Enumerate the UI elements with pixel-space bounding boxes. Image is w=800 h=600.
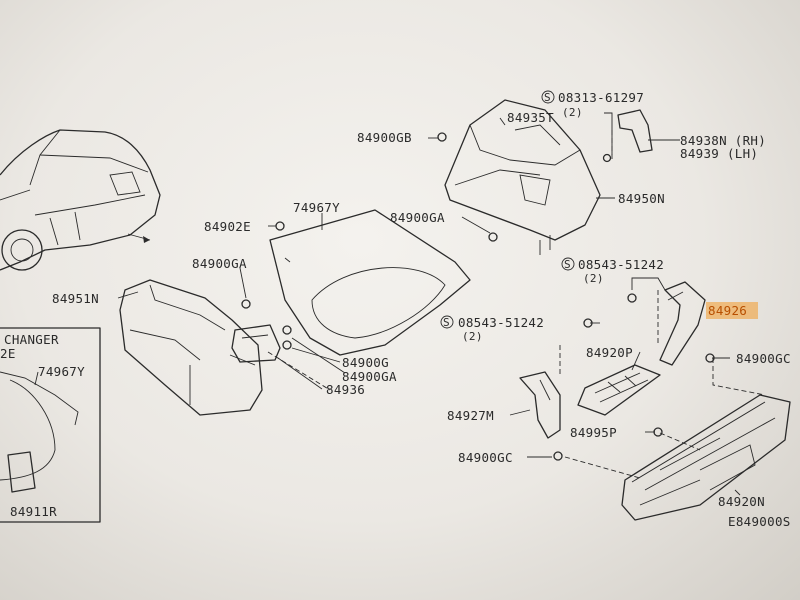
svg-text:S: S (544, 91, 551, 104)
label-2e: 2E (0, 346, 16, 361)
highlight-marker (706, 302, 758, 319)
car-outline (0, 129, 161, 271)
inset-frame (0, 327, 101, 523)
svg-text:S: S (443, 316, 450, 329)
part-84926-finisher (657, 281, 706, 366)
s-circle-icon: S (541, 90, 555, 104)
label-84926-highlighted: 84926 (708, 303, 747, 318)
label-74967y-mat: 74967Y (293, 200, 340, 215)
label-84900gb: 84900GB (357, 130, 412, 145)
s-circle-icon: S (440, 315, 454, 329)
part-84938n-bracket (611, 109, 680, 160)
label-08543-51242-lower: 08543-51242 (458, 315, 544, 330)
label-84938n: 84938N (RH) (680, 133, 766, 148)
label-84900ga-top: 84900GA (390, 210, 445, 225)
label-84911r: 84911R (10, 504, 57, 519)
label-84927m: 84927M (447, 408, 494, 423)
part-84920p-cover (577, 364, 661, 416)
label-84950n: 84950N (618, 191, 665, 206)
label-84900gc-low: 84900GC (458, 450, 513, 465)
label-84935t: 84935T (507, 110, 554, 125)
leader-lines (117, 112, 741, 496)
part-84950n-side-trim (444, 99, 601, 255)
label-84939: 84939 (LH) (680, 146, 758, 161)
part-74967y-mat (269, 209, 471, 356)
label-84900ga-left: 84900GA (192, 256, 247, 271)
label-84920p: 84920P (586, 345, 633, 360)
label-08543-lower-qty: (2) (462, 330, 483, 343)
label-08313-qty: (2) (562, 106, 583, 119)
label-84920n: 84920N (718, 494, 765, 509)
label-84936: 84936 (326, 382, 365, 397)
label-74967y-inset: 74967Y (38, 364, 85, 379)
label-84995p: 84995P (570, 425, 617, 440)
svg-text:S: S (564, 258, 571, 271)
part-84951n-side-trim (119, 279, 263, 416)
label-84900gc-right: 84900GC (736, 351, 791, 366)
part-84920n-rear-finisher (564, 358, 791, 521)
label-changer: CHANGER (4, 332, 59, 347)
label-84900g: 84900G (342, 355, 389, 370)
label-08543-51242-upper: 08543-51242 (578, 257, 664, 272)
label-08543-upper-qty: (2) (583, 272, 604, 285)
label-84900ga-low: 84900GA (342, 369, 397, 384)
label-84951n: 84951N (52, 291, 99, 306)
label-08313-61297: 08313-61297 (558, 90, 644, 105)
part-84927m-bracket (519, 345, 561, 439)
s-circle-icon: S (561, 257, 575, 271)
label-84902e: 84902E (204, 219, 251, 234)
diagram-code: E849000S (728, 514, 791, 529)
